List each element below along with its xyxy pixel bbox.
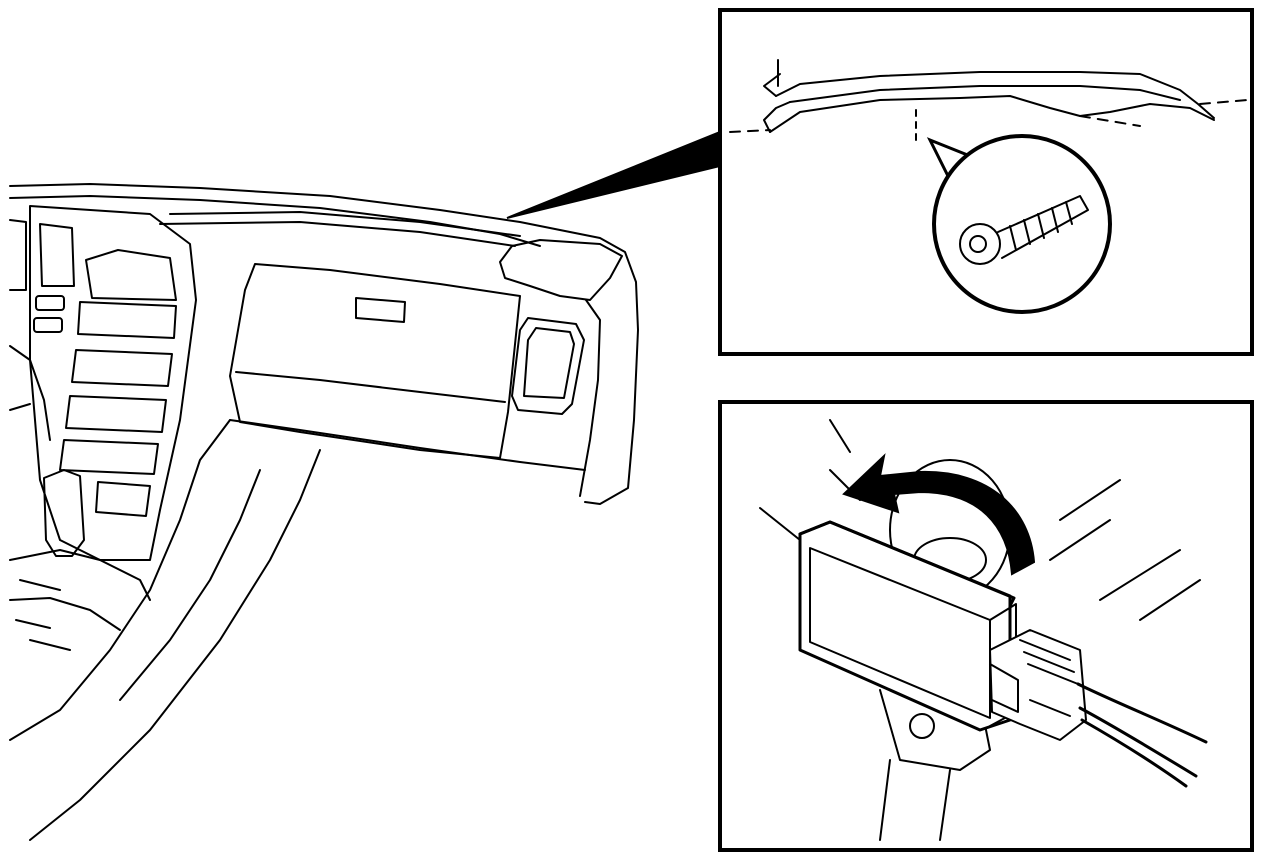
detail-panel-bottom bbox=[718, 400, 1254, 852]
bracket-bolt bbox=[909, 713, 935, 739]
connector-latch bbox=[989, 663, 1019, 713]
control-row-1 bbox=[77, 301, 177, 339]
trim-dashed-line bbox=[729, 99, 1249, 133]
center-vent-right bbox=[85, 249, 177, 301]
control-row-5 bbox=[95, 481, 151, 517]
trim-inner-edge bbox=[789, 85, 1181, 103]
dashboard-lower-edge bbox=[229, 419, 586, 471]
dashboard-right-face bbox=[579, 299, 601, 497]
trim-upper-edge bbox=[775, 71, 1215, 119]
control-row-3 bbox=[65, 395, 167, 433]
dashboard-top-edge bbox=[9, 183, 639, 505]
lower-panel-curve bbox=[9, 419, 231, 741]
detail-panel-top bbox=[718, 8, 1254, 356]
module-top-face bbox=[798, 520, 1016, 608]
control-module bbox=[798, 520, 1017, 732]
console-tunnel bbox=[9, 549, 151, 601]
callout-pointer bbox=[506, 130, 721, 219]
glovebox-handle bbox=[355, 297, 406, 323]
counterclockwise-arrow-icon bbox=[842, 453, 1036, 576]
side-air-vent-inner bbox=[523, 327, 575, 399]
trim-piece bbox=[729, 59, 1249, 141]
center-vent-left bbox=[39, 223, 75, 287]
footwell-curve bbox=[29, 449, 321, 841]
left-edge-vent bbox=[9, 219, 27, 291]
console-tunnel-lower bbox=[9, 597, 121, 631]
magnifier-circle bbox=[932, 134, 1112, 314]
console-ribs bbox=[15, 579, 71, 651]
glovebox-lid bbox=[229, 263, 521, 459]
door-line bbox=[9, 403, 31, 411]
trim-lower-edge bbox=[769, 95, 1215, 133]
screw-icon bbox=[959, 195, 1089, 265]
electrical-connector bbox=[989, 629, 1087, 741]
dashboard-defrost-slot-lower bbox=[159, 221, 516, 247]
dashboard-defrost-slot bbox=[169, 211, 521, 237]
trim-left-clip bbox=[763, 101, 791, 133]
side-air-vent bbox=[511, 317, 585, 415]
dash-end-trim bbox=[499, 239, 623, 301]
control-button-b bbox=[33, 317, 63, 333]
mounting-bracket bbox=[879, 689, 991, 771]
instrument-hood-edge bbox=[9, 345, 51, 441]
background-lines bbox=[759, 419, 1201, 621]
center-stack-outline bbox=[29, 205, 197, 561]
mounting-strap bbox=[879, 759, 951, 841]
module-front-inset bbox=[809, 547, 991, 719]
wire-harness bbox=[1076, 682, 1208, 788]
trim-left-hook bbox=[763, 59, 781, 97]
gear-lever bbox=[43, 469, 85, 557]
dashboard-view bbox=[9, 183, 639, 841]
control-button-a bbox=[35, 295, 65, 311]
control-row-2 bbox=[71, 349, 173, 387]
control-row-4 bbox=[59, 439, 159, 475]
glovebox-inner-line bbox=[235, 371, 506, 403]
connector-ribs bbox=[1019, 639, 1079, 717]
footwell-inner bbox=[119, 469, 261, 701]
